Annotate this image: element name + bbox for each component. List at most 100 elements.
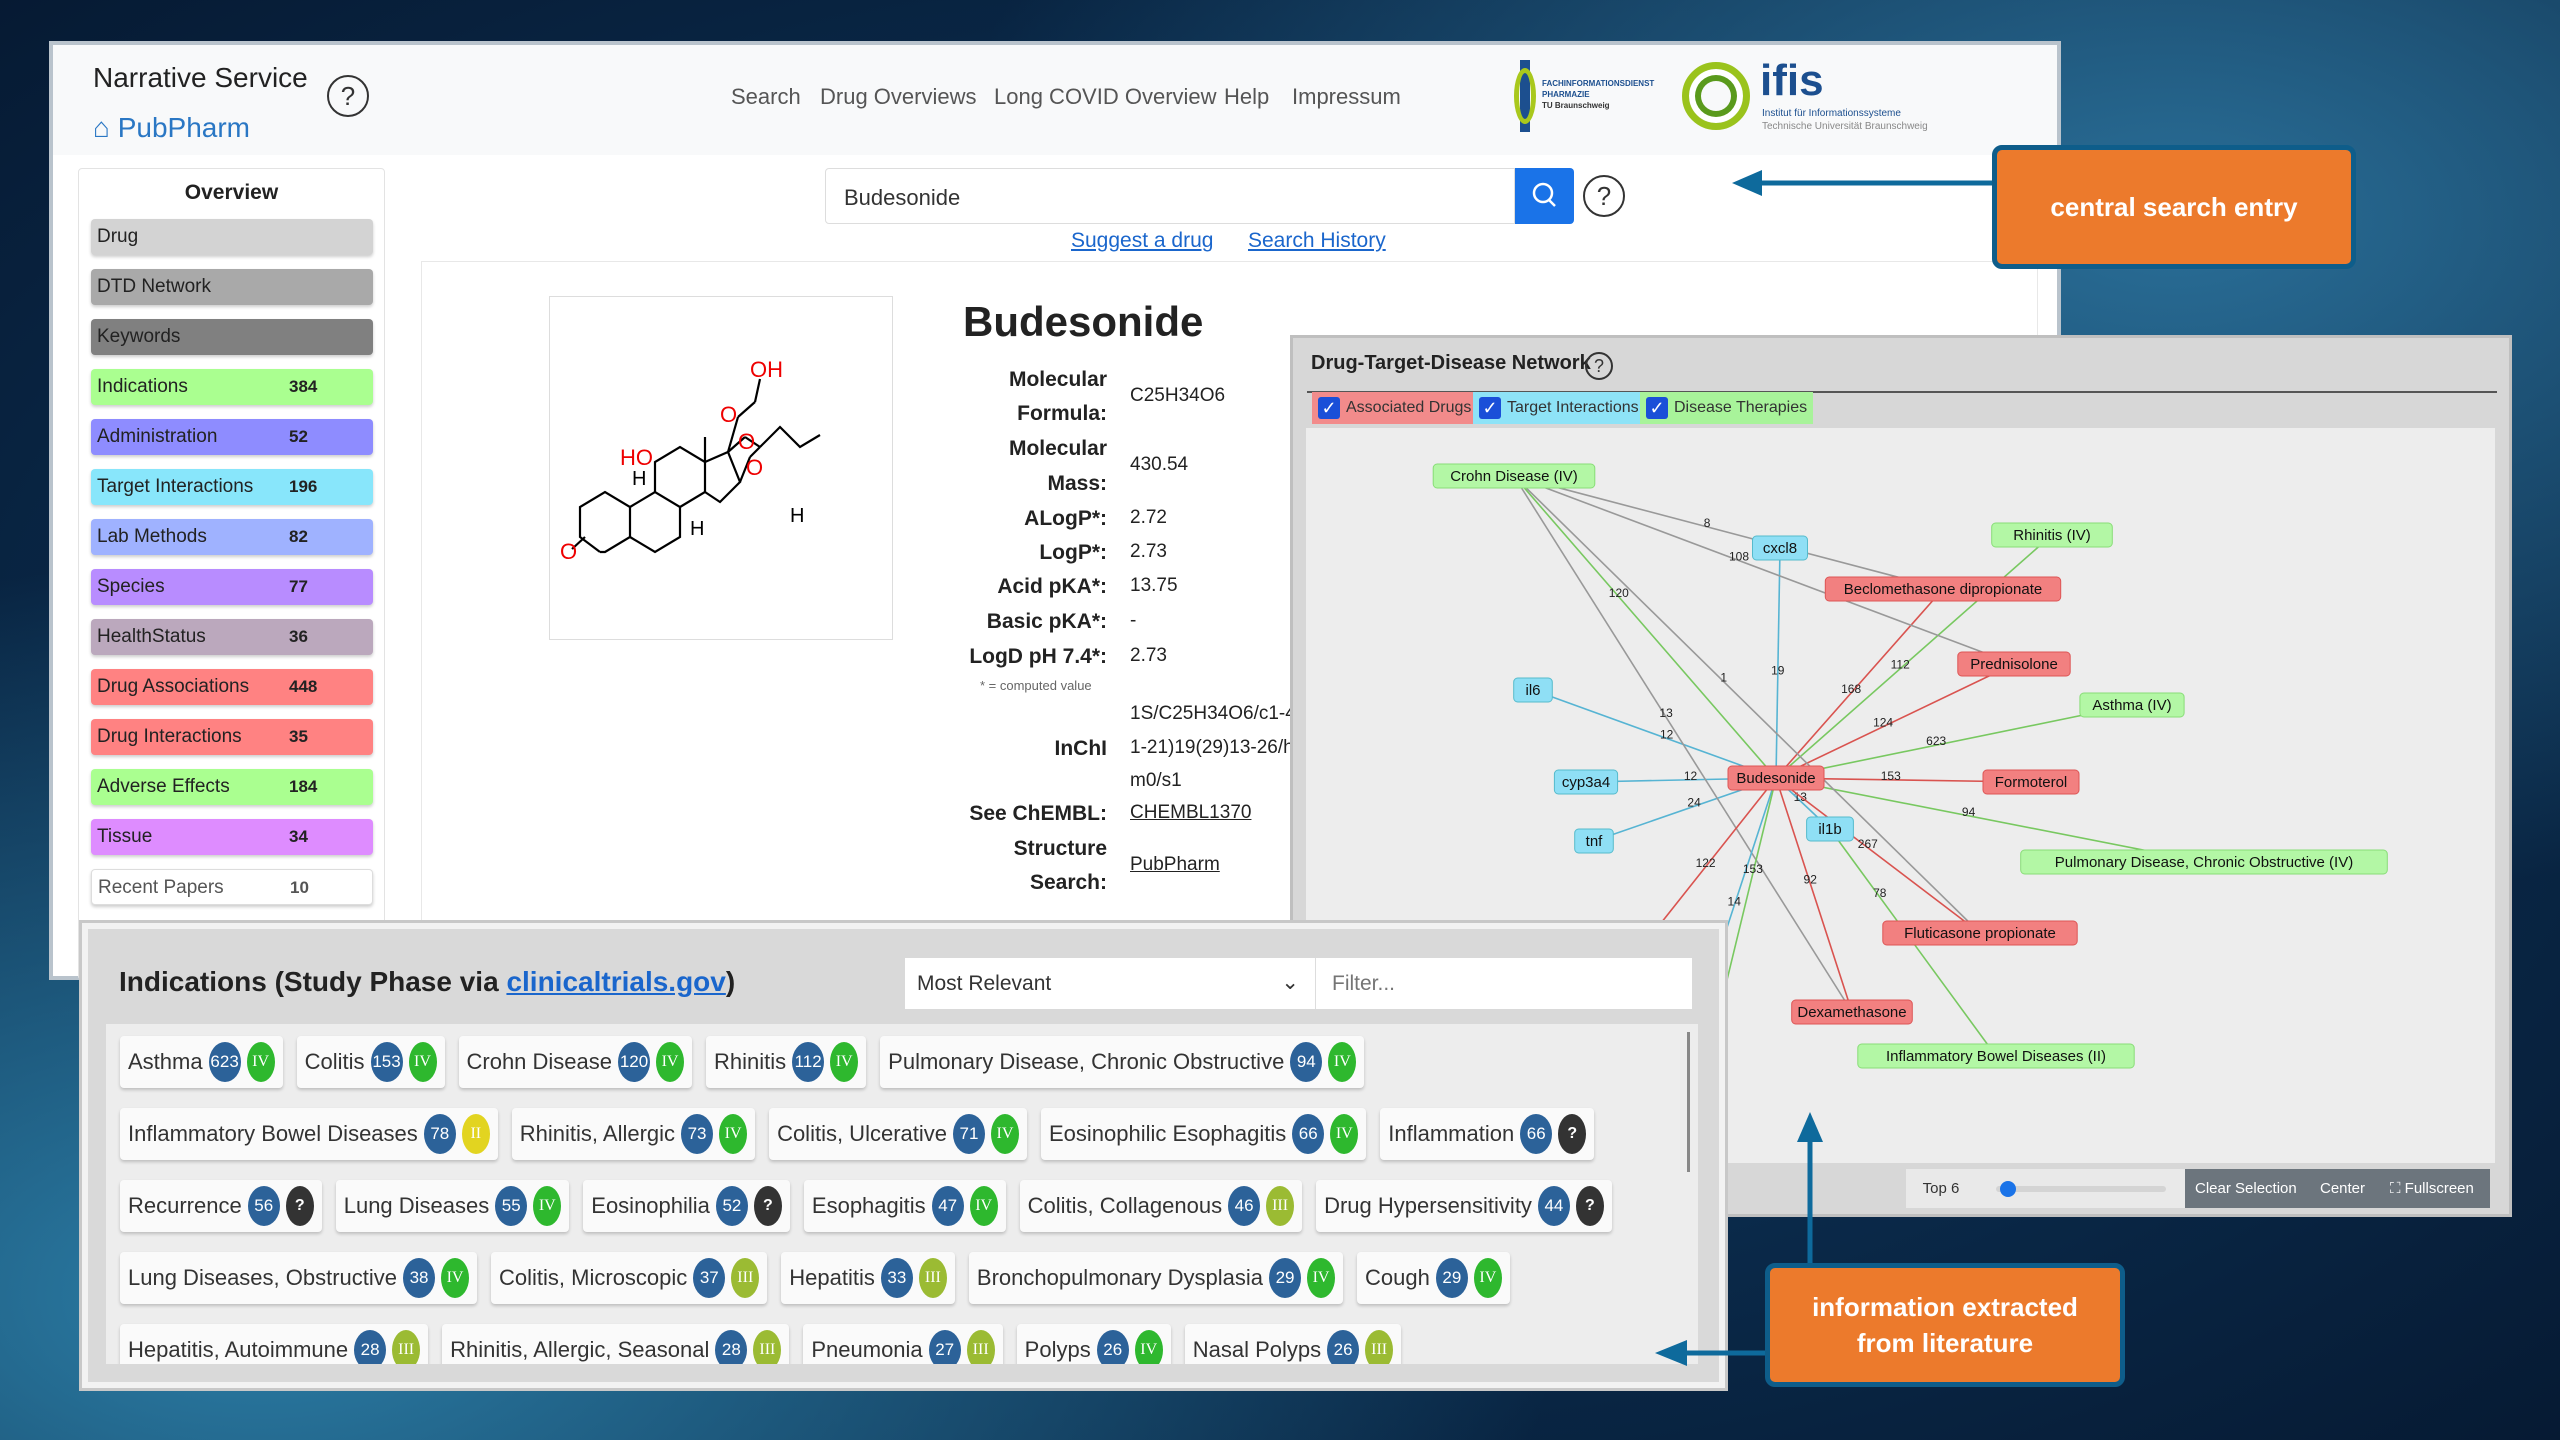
node-ibd[interactable] (1857, 1043, 2135, 1069)
filter-checkbox-2[interactable]: ✓Disease Therapies (1640, 392, 1814, 424)
node-cyp3a4[interactable] (1553, 769, 1619, 795)
filter-checkbox-0[interactable]: ✓Associated Drugs (1312, 392, 1478, 424)
node-il1b[interactable] (1806, 816, 1854, 842)
home-link[interactable]: ⌂ PubPharm (93, 112, 250, 144)
edge-bud-il6 (1532, 689, 1777, 779)
nav-impressum[interactable]: Impressum (1292, 84, 1401, 109)
fullscreen-button[interactable]: ⛶ Fullscreen (2390, 1180, 2474, 1197)
clear-selection-button[interactable]: Clear Selection (2195, 1180, 2297, 1197)
filter-input[interactable] (1315, 958, 1692, 1009)
phase-badge: IV (246, 1042, 275, 1082)
node-copd[interactable] (2020, 849, 2388, 875)
nav-drug-overviews[interactable]: Drug Overviews (820, 84, 977, 109)
network-help-icon[interactable]: ? (1585, 352, 1613, 380)
prop-value-acid: 13.75 (1130, 575, 1178, 596)
app-title: Narrative Service (93, 62, 308, 93)
node-formo[interactable] (1982, 769, 2080, 795)
count-badge: 120 (618, 1042, 651, 1082)
prop-value-chembl[interactable]: CHEMBL1370 (1130, 802, 1252, 823)
node-cxcl8[interactable] (1752, 535, 1808, 561)
node-bud[interactable] (1727, 765, 1825, 791)
count-badge: 46 (1228, 1186, 1261, 1226)
search-button[interactable] (1515, 168, 1574, 224)
fullscreen-icon: ⛶ (2390, 1180, 2405, 1197)
filter-checkbox-1[interactable]: ✓Target Interactions (1473, 392, 1645, 424)
indication-name: Lung Diseases, Obstructive (128, 1265, 398, 1290)
search-input[interactable]: Budesonide (825, 168, 1515, 224)
prop-value-mass: 430.54 (1130, 454, 1189, 475)
edge-label: 8 (1704, 516, 1711, 530)
node-rhinitis[interactable] (1991, 522, 2113, 548)
help-icon[interactable]: ? (327, 75, 369, 117)
clinicaltrials-link[interactable]: clinicaltrials.gov (506, 966, 726, 997)
prop-value-struct_link[interactable]: PubPharm (1130, 854, 1220, 875)
nav-search[interactable]: Search (731, 84, 801, 109)
sidebar-item-label: Recent Papers (98, 877, 224, 898)
suggest-drug-link[interactable]: Suggest a drug (1071, 229, 1214, 252)
node-pred[interactable] (1957, 651, 2071, 677)
nav-long-covid[interactable]: Long COVID Overview (994, 84, 1217, 109)
center-button[interactable]: Center (2320, 1180, 2366, 1197)
sort-select[interactable]: Most Relevant⌄ (905, 958, 1315, 1009)
node-beclo[interactable] (1824, 576, 2062, 602)
svg-text:O: O (738, 429, 755, 454)
scrollbar[interactable] (1687, 1032, 1690, 1172)
node-fluti[interactable] (1882, 920, 2078, 946)
slider-handle[interactable] (2000, 1181, 2016, 1197)
edge-bud-cxcl8 (1775, 547, 1781, 779)
sidebar-item-dtd-network[interactable]: DTD Network (91, 269, 373, 305)
nav-help[interactable]: Help (1224, 84, 1270, 109)
callout-search: central search entry (1992, 145, 2356, 269)
sidebar-item-keywords[interactable]: Keywords (91, 319, 373, 355)
top-n-slider[interactable] (1976, 1169, 2185, 1208)
search-history-link[interactable]: Search History (1248, 229, 1386, 252)
node-tnf[interactable] (1574, 828, 1614, 854)
node-crohn[interactable] (1432, 463, 1596, 489)
node-il6[interactable] (1513, 677, 1553, 703)
node-dexa[interactable] (1791, 999, 1913, 1025)
prop-value-alogp: 2.72 (1130, 507, 1167, 528)
sidebar-item-drug[interactable]: Drug (91, 219, 373, 255)
node-asthma[interactable] (2079, 692, 2185, 718)
count-badge: 623 (208, 1042, 241, 1082)
search-help-icon[interactable]: ? (1583, 175, 1625, 217)
